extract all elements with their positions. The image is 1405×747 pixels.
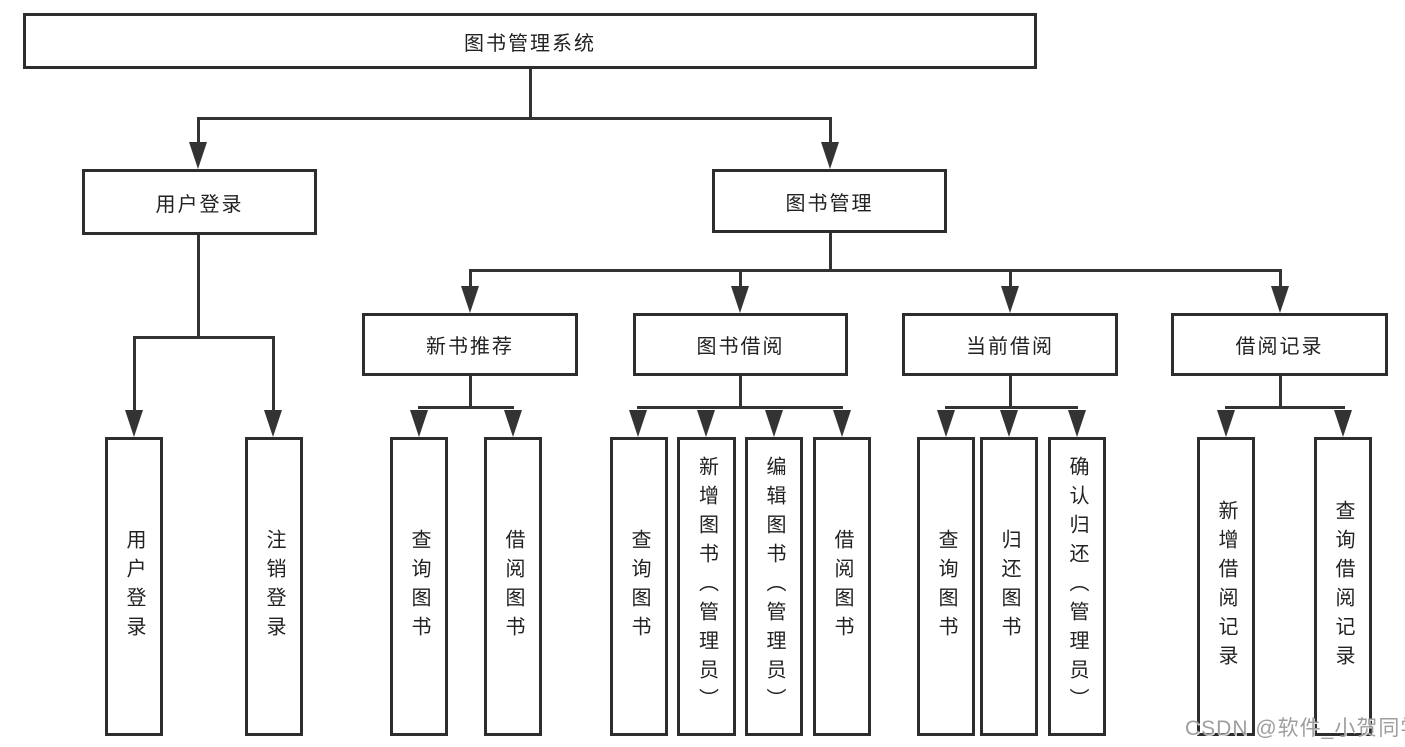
node-book-management-label: 图书管理 xyxy=(785,192,874,215)
leaf-user-login: 用户登录 xyxy=(105,437,163,736)
connector-management-down xyxy=(829,233,832,270)
node-current-borrowing: 当前借阅 xyxy=(902,313,1118,376)
node-new-book-recommend-label: 新书推荐 xyxy=(426,336,514,358)
arrowhead-down-login-leaf2 xyxy=(264,410,282,437)
node-book-borrowing: 图书借阅 xyxy=(633,313,848,376)
connector-group2-stem xyxy=(739,269,742,288)
connector-login-stem xyxy=(197,117,200,145)
arrowhead-down-g1-leaf1 xyxy=(410,410,428,437)
arrowhead-down-g4-leaf1 xyxy=(1217,410,1235,437)
arrowhead-down-login-leaf1 xyxy=(125,410,143,437)
leaf-records-query-record-label: 查询借阅记录 xyxy=(1332,499,1354,674)
node-root-system-label: 图书管理系统 xyxy=(464,32,596,55)
leaf-borrow-edit-books-admin-label: 编辑图书（管理员） xyxy=(763,456,785,717)
node-book-borrowing-label: 图书借阅 xyxy=(696,336,785,358)
arrowhead-down-g2-leaf4 xyxy=(833,410,851,437)
connector-group3-down xyxy=(1009,376,1012,407)
connector-login-down xyxy=(197,235,200,337)
leaf-borrow-add-books-admin-label: 新增图书（管理员） xyxy=(695,456,718,717)
arrowhead-down-g2-leaf2 xyxy=(697,410,715,437)
node-book-management: 图书管理 xyxy=(712,169,947,233)
arrowhead-down-g3-leaf3 xyxy=(1068,410,1086,437)
leaf-borrow-edit-books-admin: 编辑图书（管理员） xyxy=(745,437,803,736)
node-borrowing-records: 借阅记录 xyxy=(1171,313,1388,376)
connector-group3-stem xyxy=(1009,269,1012,288)
leaf-current-query-books-label: 查询图书 xyxy=(935,528,957,645)
leaf-records-add-record: 新增借阅记录 xyxy=(1197,437,1255,736)
connector-group1-rail xyxy=(418,406,514,409)
leaf-borrow-add-books-admin: 新增图书（管理员） xyxy=(677,437,736,736)
arrowhead-down-group3 xyxy=(1001,286,1019,313)
arrowhead-down-g3-leaf2 xyxy=(1000,410,1018,437)
arrowhead-down-g1-leaf2 xyxy=(504,410,522,437)
arrowhead-down-g2-leaf1 xyxy=(629,410,647,437)
connector-group4-down xyxy=(1279,376,1282,407)
arrowhead-down-login xyxy=(189,142,207,169)
arrowhead-down-management xyxy=(821,142,839,169)
csdn-watermark: CSDN @软件_小贺同学 xyxy=(1185,717,1405,740)
node-user-login: 用户登录 xyxy=(82,169,317,235)
arrowhead-down-g4-leaf2 xyxy=(1334,410,1352,437)
leaf-records-add-record-label: 新增借阅记录 xyxy=(1215,499,1237,674)
node-root-system: 图书管理系统 xyxy=(23,13,1037,69)
connector-login-rail xyxy=(133,336,275,339)
connector-group2-down xyxy=(739,376,742,407)
connector-group4-rail xyxy=(1225,406,1345,409)
arrowhead-down-g2-leaf3 xyxy=(765,410,783,437)
leaf-current-query-books: 查询图书 xyxy=(917,437,975,736)
leaf-current-return-books: 归还图书 xyxy=(980,437,1038,736)
leaf-current-return-books-label: 归还图书 xyxy=(998,528,1020,645)
connector-group2-rail xyxy=(637,406,843,409)
node-new-book-recommend: 新书推荐 xyxy=(362,313,578,376)
connector-level1-rail xyxy=(197,117,832,120)
connector-group1-stem xyxy=(469,269,472,288)
node-borrowing-records-label: 借阅记录 xyxy=(1235,336,1324,358)
leaf-recommend-query-books-label: 查询图书 xyxy=(408,528,430,645)
leaf-records-query-record: 查询借阅记录 xyxy=(1314,437,1372,736)
arrowhead-down-group2 xyxy=(731,286,749,313)
connector-login-leaf2-stem xyxy=(272,336,275,412)
node-user-login-label: 用户登录 xyxy=(155,193,244,216)
arrowhead-down-g3-leaf1 xyxy=(937,410,955,437)
leaf-logout-label: 注销登录 xyxy=(263,528,285,645)
connector-level2-rail xyxy=(469,269,1282,272)
leaf-borrow-query-books-label: 查询图书 xyxy=(628,528,650,645)
connector-root-stem xyxy=(529,69,532,118)
arrowhead-down-group4 xyxy=(1271,286,1289,313)
leaf-recommend-query-books: 查询图书 xyxy=(390,437,448,736)
leaf-recommend-borrow-books: 借阅图书 xyxy=(484,437,542,736)
node-current-borrowing-label: 当前借阅 xyxy=(966,336,1054,358)
leaf-current-confirm-return-admin: 确认归还（管理员） xyxy=(1048,437,1106,736)
leaf-borrow-borrow-books-label: 借阅图书 xyxy=(831,528,853,645)
leaf-borrow-borrow-books: 借阅图书 xyxy=(813,437,871,736)
leaf-recommend-borrow-books-label: 借阅图书 xyxy=(502,528,524,645)
connector-group3-rail xyxy=(945,406,1078,409)
leaf-logout: 注销登录 xyxy=(245,437,303,736)
leaf-current-confirm-return-admin-label: 确认归还（管理员） xyxy=(1066,456,1088,717)
leaf-user-login-label: 用户登录 xyxy=(123,528,145,645)
connector-group1-down xyxy=(469,376,472,407)
connector-group4-stem xyxy=(1279,269,1282,288)
leaf-borrow-query-books: 查询图书 xyxy=(610,437,668,736)
connector-management-stem xyxy=(829,117,832,145)
connector-login-leaf1-stem xyxy=(133,336,136,412)
arrowhead-down-group1 xyxy=(461,286,479,313)
